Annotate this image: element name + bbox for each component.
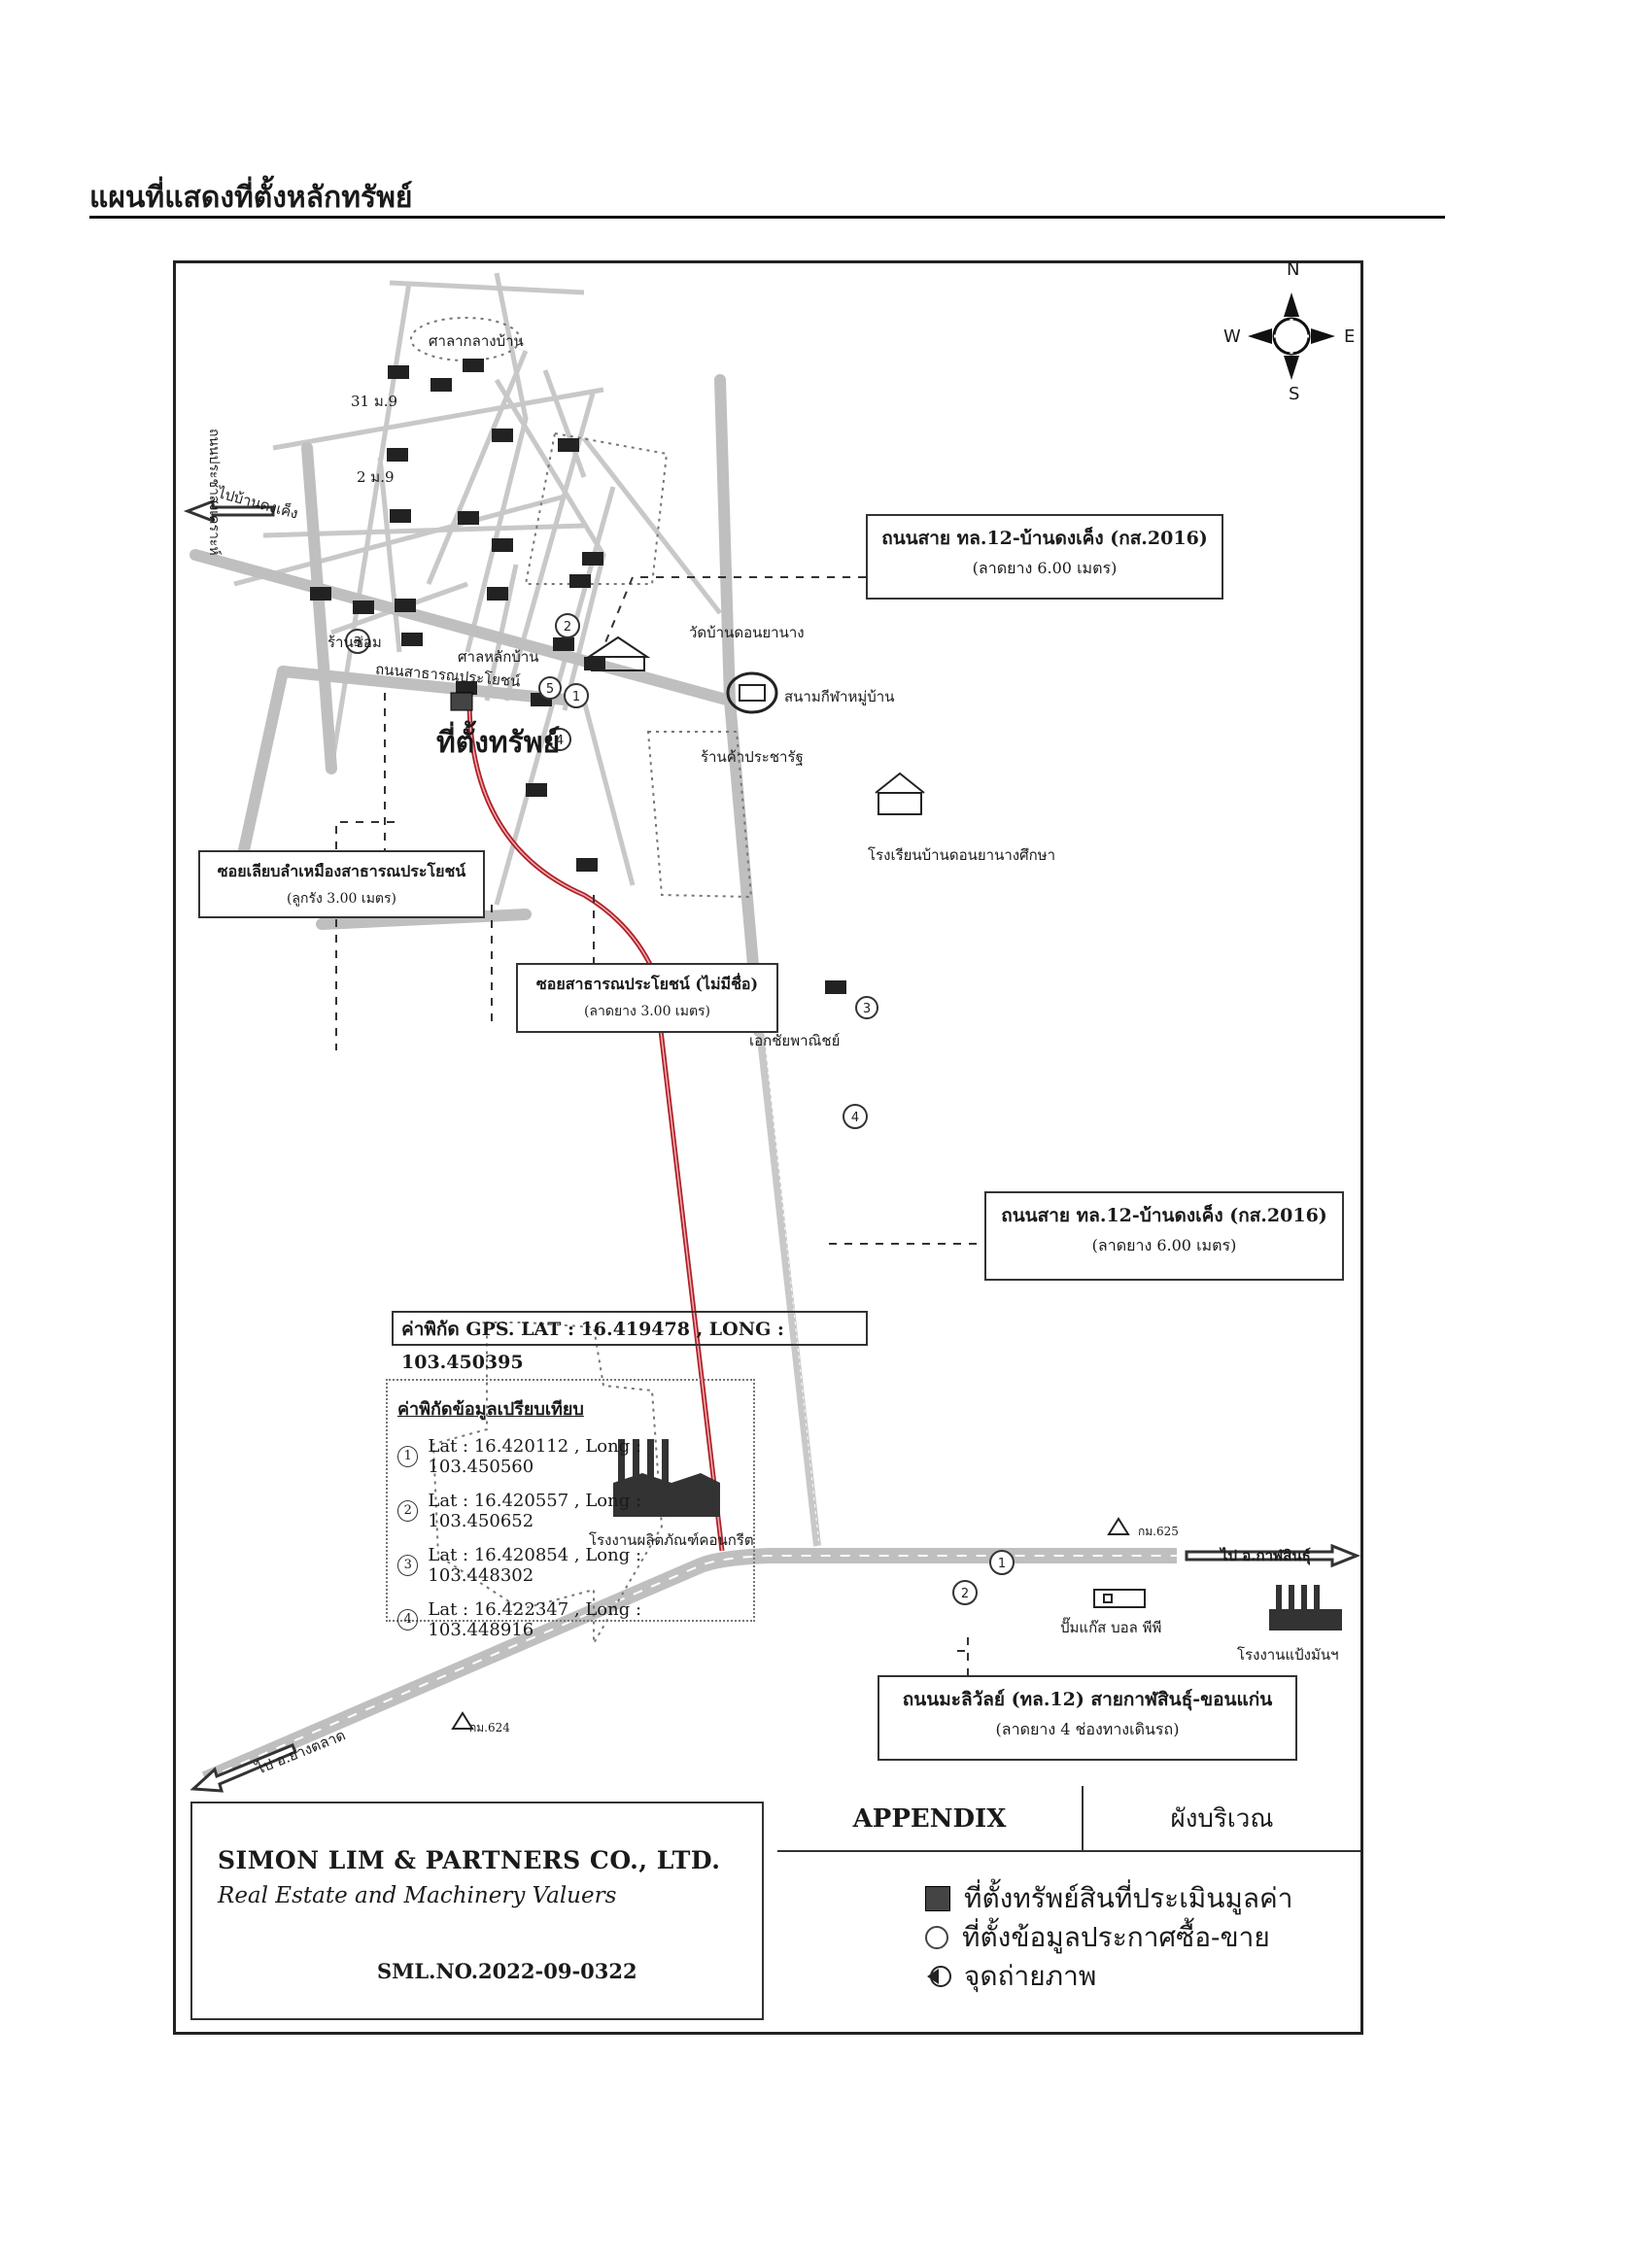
comparable-coords: Lat : 16.420854 , Long : 103.448302 [428, 1545, 642, 1586]
direction-arrows [183, 498, 1360, 1793]
label-tapioca-factory: โรงงานแป้งมันฯ [1237, 1646, 1339, 1664]
compass-e: E [1344, 326, 1356, 347]
compass-s: S [1289, 384, 1300, 404]
label-school: โรงเรียนบ้านดอนยานางศึกษา [868, 846, 1055, 864]
label-to-kalasin: ไป อ.กาฬสินธุ์ [1221, 1547, 1311, 1564]
svg-text:1: 1 [572, 690, 580, 704]
label-km625: กม.625 [1138, 1525, 1179, 1538]
label-shop-left: ร้านซ่อม [327, 634, 382, 651]
legend-item: ที่ตั้งข้อมูลประกาศซื้อ-ขาย [925, 1918, 1292, 1957]
legend-item: ที่ตั้งทรัพย์สินที่ประเมินมูลค่า [925, 1879, 1292, 1918]
company-subtitle: Real Estate and Machinery Valuers [218, 1883, 617, 1908]
local-road [755, 1020, 821, 1547]
box-road-top: ถนนสาย ทล.12-บ้านดงเค็ง (กส.2016) (ลาดยา… [866, 514, 1223, 600]
school-icon [875, 772, 925, 815]
comparable-coords: Lat : 16.420557 , Long : 103.450652 [428, 1491, 642, 1531]
svg-text:5: 5 [546, 682, 554, 697]
comparables-title: ค่าพิกัดข้อมูลเปรียบเทียบ [397, 1399, 584, 1420]
svg-text:3: 3 [354, 635, 361, 650]
box-road-mid-title: ถนนสาย ทล.12-บ้านดงเค็ง (กส.2016) [1001, 1205, 1327, 1226]
legend-text: ที่ตั้งข้อมูลประกาศซื้อ-ขาย [962, 1921, 1270, 1953]
box-road-mid: ถนนสาย ทล.12-บ้านดงเค็ง (กส.2016) (ลาดยา… [984, 1191, 1344, 1281]
box-lane-left-sub: (ลูกรัง 3.00 เมตร) [286, 891, 397, 907]
box-road-top-title: ถนนสาย ทล.12-บ้านดงเค็ง (กส.2016) [881, 528, 1208, 549]
box-lane-left: ซอยเลียบลำเหมืองสาธารณประโยชน์ (ลูกรัง 3… [198, 850, 485, 918]
svg-text:4: 4 [851, 1111, 859, 1125]
box-lane-unnamed-sub: (ลาดยาง 3.00 เมตร) [583, 1004, 711, 1019]
legend: ที่ตั้งทรัพย์สินที่ประเมินมูลค่า ที่ตั้ง… [925, 1879, 1292, 1996]
legend-text: ที่ตั้งทรัพย์สินที่ประเมินมูลค่า [964, 1882, 1293, 1914]
comparable-number: 2 [397, 1500, 419, 1522]
plan-label: ผังบริเวณ [1084, 1786, 1360, 1852]
svg-text:2: 2 [564, 620, 571, 635]
box-lane-unnamed: ซอยสาธารณประโยชน์ (ไม่มีชื่อ) (ลาดยาง 3.… [516, 963, 778, 1033]
box-highway-sub: (ลาดยาง 4 ช่องทางเดินรถ) [995, 1720, 1180, 1738]
factory-icon [613, 1439, 720, 1517]
box-lane-unnamed-title: ซอยสาธารณประโยชน์ (ไม่มีชื่อ) [535, 975, 759, 993]
label-concrete-factory: โรงงานผลิตภัณฑ์คอนกรีต [589, 1531, 754, 1549]
gas-station-icon [1093, 1589, 1146, 1608]
main-roads [189, 374, 765, 1037]
svg-text:4: 4 [556, 734, 564, 748]
stadium-icon [726, 671, 778, 714]
map-point-numbers: 1 2 3 4 1 2 5 4 3 [354, 620, 1006, 1601]
label-private-shop: เอกชัยพาณิชย์ [749, 1032, 841, 1049]
compass-n: N [1287, 259, 1300, 280]
comparable-coords: Lat : 16.420112 , Long : 103.450560 [428, 1436, 642, 1477]
svg-text:1: 1 [998, 1557, 1006, 1571]
map-point-circles [345, 613, 1015, 1605]
label-house-31: 31 ม.9 [351, 393, 398, 410]
comparable-coords: Lat : 16.422347 , Long : 103.448916 [428, 1599, 642, 1640]
label-temple: วัดบ้านดอนยานาง [689, 624, 805, 641]
label-gas-station: ปั๊มแก๊ส บอล พีพี [1060, 1619, 1162, 1636]
comparable-row: 4 Lat : 16.422347 , Long : 103.448916 [397, 1599, 743, 1640]
legend-text: จุดถ่ายภาพ [964, 1960, 1097, 1992]
gps-coordinates: ค่าพิกัด GPS. LAT : 16.419478 , LONG : 1… [392, 1311, 868, 1373]
comparables-panel: ค่าพิกัดข้อมูลเปรียบเทียบ 1 Lat : 16.4201… [386, 1379, 755, 1640]
comparable-row: 2 Lat : 16.420557 , Long : 103.450652 [397, 1491, 743, 1531]
box-road-top-sub: (ลาดยาง 6.00 เมตร) [972, 559, 1118, 577]
footer: SIMON LIM & PARTNERS CO., LTD. Real Esta… [177, 1786, 1360, 2032]
box-lane-left-title: ซอยเลียบลำเหมืองสาธารณประโยชน์ [217, 862, 466, 880]
km625-icon [1107, 1517, 1130, 1535]
comparable-row: 1 Lat : 16.420112 , Long : 103.450560 [397, 1436, 743, 1477]
label-village-area: ศาลากลางบ้าน [429, 332, 524, 350]
camera-point-icon [927, 1966, 951, 1987]
tapioca-factory-icon [1269, 1585, 1342, 1631]
site-label: ที่ตั้งทรัพย์ [436, 726, 561, 760]
leader-lines [335, 576, 992, 1677]
box-highway: ถนนมะลิวัลย์ (ทล.12) สายกาฬสินธุ์-ขอนแก่… [878, 1675, 1297, 1761]
label-shop-right: ร้านค้าประชารัฐ [701, 748, 804, 766]
reference-number: SML.NO.2022-09-0322 [377, 1959, 637, 1983]
company-name: SIMON LIM & PARTNERS CO., LTD. [218, 1846, 721, 1874]
box-highway-title: ถนนมะลิวัลย์ (ทล.12) สายกาฬสินธุ์-ขอนแก่… [902, 1689, 1273, 1710]
temple-icon [585, 635, 651, 671]
appendix-label: APPENDIX [777, 1786, 1084, 1852]
company-box: SIMON LIM & PARTNERS CO., LTD. Real Esta… [190, 1802, 764, 2020]
label-vertical-road: ถนนประชาสงเคราะห์ [206, 429, 222, 556]
page-title: แผนที่แสดงที่ตั้งหลักทรัพย์ [89, 181, 413, 215]
compass-w: W [1223, 326, 1241, 347]
label-shrine: ศาลหลักบ้าน [458, 648, 539, 666]
comparable-number: 4 [397, 1609, 419, 1631]
comparable-number: 1 [397, 1446, 419, 1467]
title-rule [89, 216, 1445, 219]
map-canvas: 1 2 3 4 1 2 5 4 3 [183, 272, 1360, 1793]
square-icon [925, 1886, 950, 1911]
house-icons [310, 359, 846, 994]
compass-icon [1248, 292, 1335, 380]
km624-icon [451, 1711, 474, 1730]
svg-text:2: 2 [961, 1587, 969, 1601]
circle-icon [925, 1926, 948, 1949]
label-stadium: สนามกีฬาหมู่บ้าน [784, 688, 895, 705]
label-km624: กม.624 [469, 1721, 510, 1734]
legend-item: จุดถ่ายภาพ [925, 1957, 1292, 1996]
box-road-mid-sub: (ลาดยาง 6.00 เมตร) [1091, 1236, 1237, 1254]
comparable-number: 3 [397, 1555, 419, 1576]
svg-text:3: 3 [863, 1002, 871, 1016]
label-house-2: 2 ม.9 [357, 468, 395, 486]
site-marker [450, 692, 473, 711]
comparable-row: 3 Lat : 16.420854 , Long : 103.448302 [397, 1545, 743, 1586]
